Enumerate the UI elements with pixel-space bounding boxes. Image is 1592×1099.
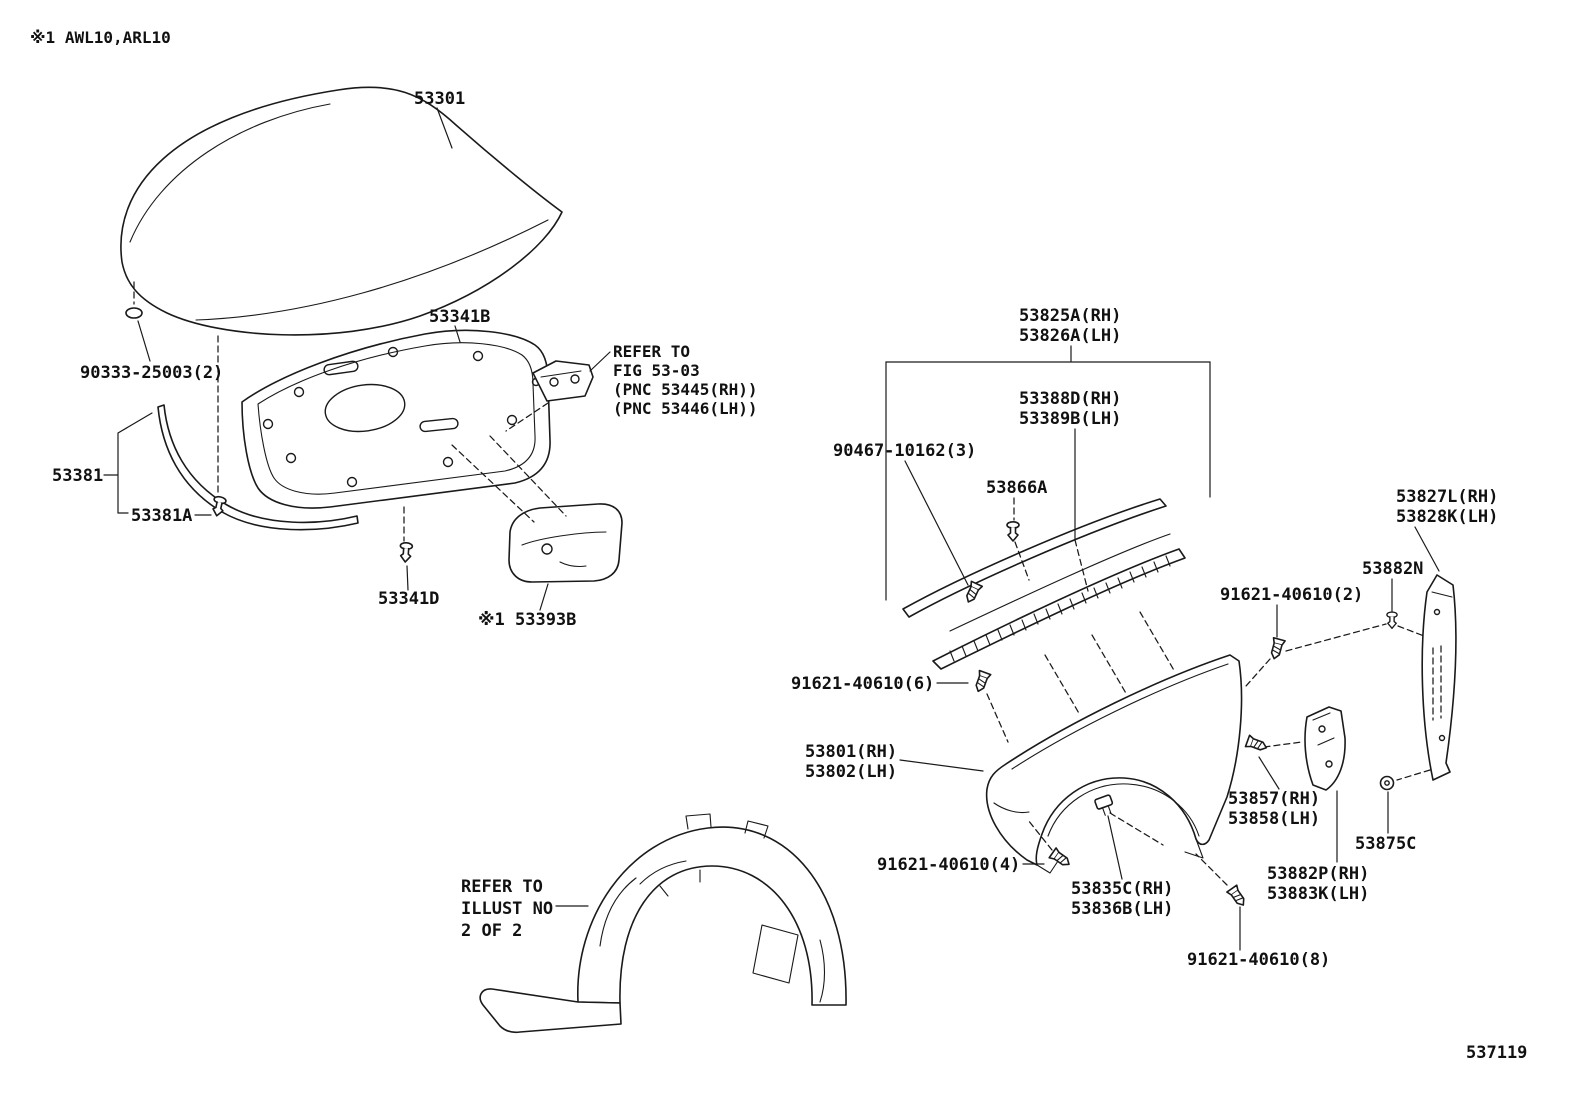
label-91621-x6: 91621-40610(6) bbox=[791, 674, 934, 694]
label-refer-fig-2: FIG 53-03 bbox=[613, 361, 700, 380]
fender-liner-drawing bbox=[479, 813, 847, 1034]
grommet-53875c-icon bbox=[1379, 775, 1395, 791]
label-53825a: 53825A(RH) bbox=[1019, 306, 1121, 326]
diagram-id: 537119 bbox=[1466, 1043, 1527, 1063]
label-53802: 53802(LH) bbox=[805, 762, 897, 782]
label-53393b: ※1 53393B bbox=[478, 610, 576, 630]
cowl-top-drawing bbox=[902, 498, 1186, 670]
note-variant: ※1 AWL10,ARL10 bbox=[30, 28, 171, 47]
bolt-x6-icon bbox=[971, 669, 992, 695]
label-90333: 90333-25003(2) bbox=[80, 363, 223, 383]
label-53875c: 53875C bbox=[1355, 834, 1416, 854]
pin-53882n-icon bbox=[1386, 611, 1398, 630]
label-refer-illust-1: REFER TO bbox=[461, 877, 543, 897]
label-53341d: 53341D bbox=[378, 589, 439, 609]
hinge-bracket-drawing bbox=[532, 360, 594, 402]
label-53301: 53301 bbox=[414, 89, 465, 109]
label-53866a: 53866A bbox=[986, 478, 1047, 498]
bolt-x4-icon bbox=[1048, 847, 1074, 871]
assembly-dashed-lines bbox=[133, 281, 1431, 886]
hood-grommet-icon bbox=[125, 307, 143, 319]
label-90467: 90467-10162(3) bbox=[833, 441, 976, 461]
label-refer-fig-4: (PNC 53446(LH)) bbox=[613, 399, 758, 418]
bolt-x8-icon bbox=[1226, 884, 1250, 910]
label-53801: 53801(RH) bbox=[805, 742, 897, 762]
label-53381a: 53381A bbox=[131, 506, 192, 526]
bolt-retainer-icon bbox=[1244, 734, 1270, 755]
label-53835c: 53835C(RH) bbox=[1071, 879, 1173, 899]
seal-hatching bbox=[949, 555, 1171, 662]
label-91621-x4: 91621-40610(4) bbox=[877, 855, 1020, 875]
plate-53393b-drawing bbox=[508, 503, 623, 583]
fender-drawing bbox=[985, 654, 1243, 874]
label-53827l: 53827L(RH) bbox=[1396, 487, 1498, 507]
label-53858: 53858(LH) bbox=[1228, 809, 1320, 829]
retainer-53857-drawing bbox=[1304, 706, 1346, 791]
hood-drawing bbox=[120, 86, 563, 336]
label-53381: 53381 bbox=[52, 466, 103, 486]
label-91621-x8: 91621-40610(8) bbox=[1187, 950, 1330, 970]
labels-layer: ※1 AWL10,ARL10 53301 53341B REFER TO FIG… bbox=[30, 28, 1527, 1063]
label-53341b: 53341B bbox=[429, 307, 490, 327]
label-53857: 53857(RH) bbox=[1228, 789, 1320, 809]
hood-insulator-drawing bbox=[241, 329, 551, 509]
label-53882p: 53882P(RH) bbox=[1267, 864, 1369, 884]
label-53826a: 53826A(LH) bbox=[1019, 326, 1121, 346]
label-refer-fig-1: REFER TO bbox=[613, 342, 690, 361]
clip-53341d-icon bbox=[398, 541, 414, 564]
label-refer-illust-3: 2 OF 2 bbox=[461, 921, 522, 941]
hood-seal-drawing bbox=[157, 404, 359, 531]
leader-lines bbox=[103, 107, 1440, 951]
label-refer-fig-3: (PNC 53445(RH)) bbox=[613, 380, 758, 399]
pillar-protector-drawing bbox=[1421, 574, 1457, 781]
label-53389b: 53389B(LH) bbox=[1019, 409, 1121, 429]
label-53388d: 53388D(RH) bbox=[1019, 389, 1121, 409]
clip-53866a-icon bbox=[1006, 520, 1020, 542]
label-53882n: 53882N bbox=[1362, 559, 1423, 579]
label-53828k: 53828K(LH) bbox=[1396, 507, 1498, 527]
bolt-x2-icon bbox=[1267, 636, 1286, 661]
label-53836b: 53836B(LH) bbox=[1071, 899, 1173, 919]
clip-53835c-icon bbox=[1094, 794, 1114, 816]
label-53883k: 53883K(LH) bbox=[1267, 884, 1369, 904]
label-refer-illust-2: ILLUST NO bbox=[461, 899, 553, 919]
label-91621-x2: 91621-40610(2) bbox=[1220, 585, 1363, 605]
